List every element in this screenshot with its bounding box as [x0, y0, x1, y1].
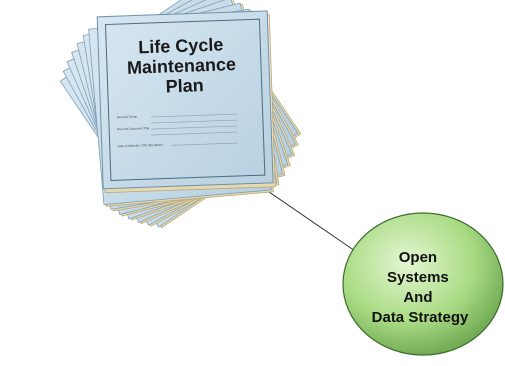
svg-text:Open Systems And: Open Systems And Data Strategy [372, 249, 469, 326]
document-title-line-2: Maintenance [127, 54, 237, 78]
form-label-3: Date of Maturity / CRL Operations [118, 143, 164, 149]
svg-text:Life Cycle Maintenance: Life Cycle Maintenance Plan [126, 34, 242, 98]
node-label-line-3: And [403, 289, 432, 306]
node-label-line-2: Systems [387, 269, 449, 286]
node-label-line-4: Data Strategy [372, 309, 469, 326]
form-label-1: Records Group [117, 115, 138, 120]
document-cover: Life Cycle Maintenance Plan Records Grou… [96, 10, 276, 194]
document-form-fields: Records Group Records Document Title Dat… [117, 113, 238, 149]
document-stack: Life Cycle Maintenance Plan Records Grou… [59, 0, 302, 229]
document-title-line-1: Life Cycle [138, 34, 224, 57]
document-title-line-3: Plan [165, 75, 204, 96]
node-label-line-1: Open [399, 249, 437, 266]
form-label-2: Records Document Title [117, 126, 149, 131]
strategy-node: Open Systems And Data Strategy [342, 212, 504, 356]
